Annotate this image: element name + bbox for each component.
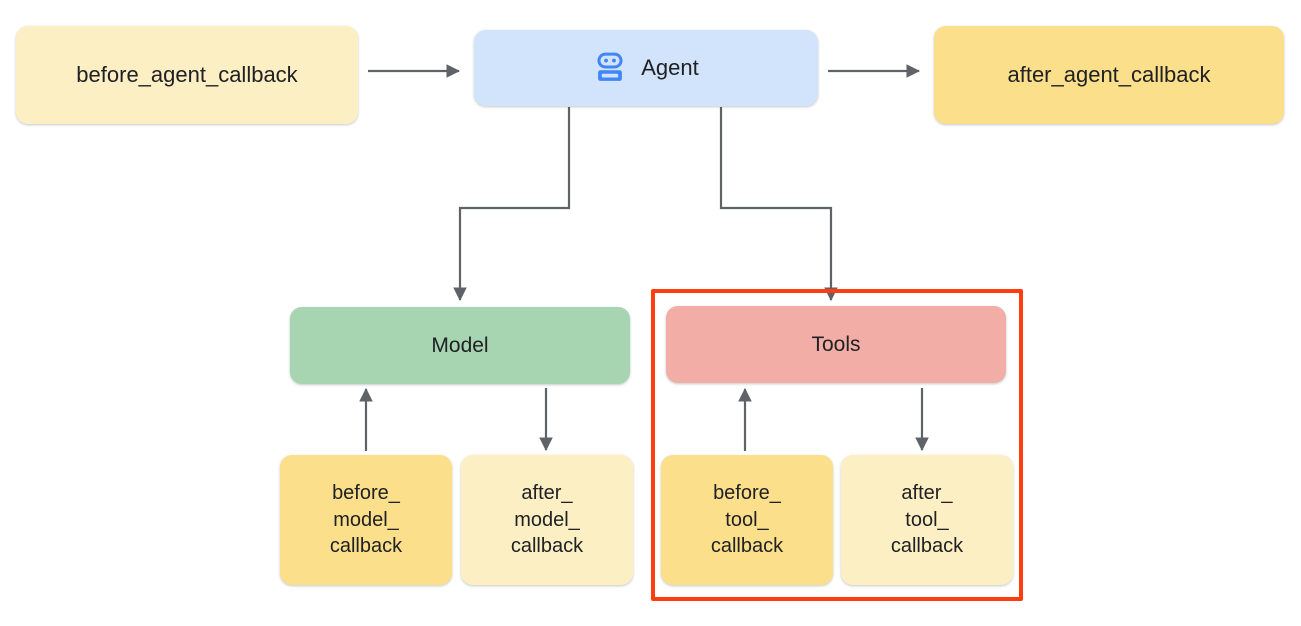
node-label: Model [431, 333, 489, 357]
node-label: before_agent_callback [76, 62, 298, 88]
node-label: after_ model_ callback [510, 482, 584, 558]
edge-agent-to-tools [719, 107, 838, 302]
node-label: Agent [641, 55, 699, 81]
edge-agent-to-model [453, 107, 571, 302]
node-after-tool-callback[interactable]: after_ tool_ callback [841, 455, 1013, 585]
node-before-model-callback[interactable]: before_ model_ callback [280, 455, 452, 585]
node-after-model-callback[interactable]: after_ model_ callback [461, 455, 633, 585]
robot-icon [597, 52, 623, 81]
node-before-agent-callback[interactable]: before_agent_callback [16, 26, 358, 124]
node-model[interactable]: Model [290, 307, 630, 384]
node-label: after_agent_callback [1007, 62, 1211, 88]
node-after-agent-callback[interactable]: after_agent_callback [934, 26, 1284, 124]
node-tools[interactable]: Tools [666, 306, 1006, 383]
node-label: before_ model_ callback [329, 482, 403, 558]
node-agent[interactable]: Agent [474, 30, 818, 106]
node-label: before_ tool_ callback [710, 482, 784, 558]
tools-highlight-frame [651, 289, 1023, 601]
node-before-tool-callback[interactable]: before_ tool_ callback [661, 455, 833, 585]
node-label: Tools [811, 332, 861, 356]
node-label: after_ tool_ callback [890, 482, 964, 558]
